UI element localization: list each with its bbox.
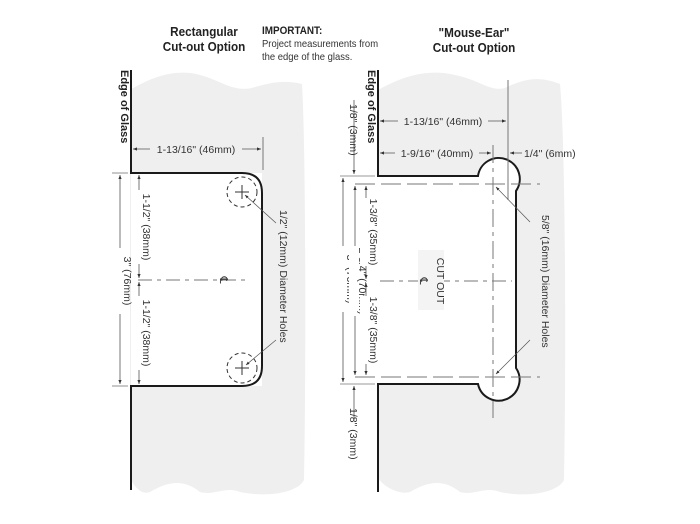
left-top-hole — [226, 176, 258, 208]
right-title-line2: Cut-out Option — [432, 40, 516, 55]
right-bottom-leader — [495, 339, 531, 375]
right-edge-of-glass: Edge of Glass — [365, 70, 377, 143]
right-title-line1: "Mouse-Ear" — [438, 25, 510, 40]
left-centerline-symbol: ℄ — [217, 275, 229, 283]
note-line1: Project measurements from — [262, 38, 379, 50]
right-top-offset-dim: 1/8" (3mm) — [347, 104, 359, 156]
note-heading: IMPORTANT: — [262, 25, 323, 37]
left-lower-half-dim: 1-1/2" (38mm) — [140, 300, 152, 367]
left-top-leader — [244, 194, 277, 224]
right-centerline-symbol: ℄ — [417, 276, 429, 284]
left-total-height-dim: 3" (76mm) — [121, 257, 133, 306]
left-hole-callout: 1/2" (12mm) Diameter Holes — [277, 210, 289, 343]
right-upper-half-dim: 1-3/8" (35mm) — [367, 199, 379, 266]
right-title: "Mouse-Ear" Cut-out Option — [424, 25, 525, 55]
left-bottom-hole — [226, 352, 258, 384]
left-bottom-leader — [245, 339, 277, 366]
left-title-line2: Cut-out Option — [162, 39, 246, 54]
left-title: Rectangular Cut-out Option — [154, 24, 255, 54]
right-bottom-offset-dim: 1/8" (3mm) — [347, 408, 359, 460]
left-upper-half-dim: 1-1/2" (38mm) — [140, 194, 152, 261]
right-lower-half-dim: 1-3/8" (35mm) — [367, 297, 379, 364]
left-width-dim: 1-13/16" (46mm) — [157, 144, 235, 156]
left-cutout-outline — [130, 70, 263, 490]
note-line2: the edge of the glass. — [262, 51, 353, 63]
right-ear-offset-dim: 1/4" (6mm) — [524, 148, 576, 160]
right-width-dim: 1-13/16" (46mm) — [404, 116, 482, 128]
right-hole-callout: 5/8" (16mm) Diameter Holes — [539, 215, 551, 348]
left-edge-of-glass: Edge of Glass — [118, 70, 130, 143]
right-cutout-label: CUT OUT — [434, 258, 446, 305]
left-bottom-hole-cross — [235, 361, 249, 375]
important-note: IMPORTANT: Project measurements from the… — [262, 25, 388, 64]
right-cutout-outline — [377, 70, 521, 492]
right-inner-width-dim: 1-9/16" (40mm) — [401, 148, 474, 160]
right-top-leader — [495, 186, 531, 223]
right-cutout — [378, 157, 520, 401]
left-title-line1: Rectangular — [170, 24, 238, 39]
left-top-hole-cross — [235, 185, 249, 199]
